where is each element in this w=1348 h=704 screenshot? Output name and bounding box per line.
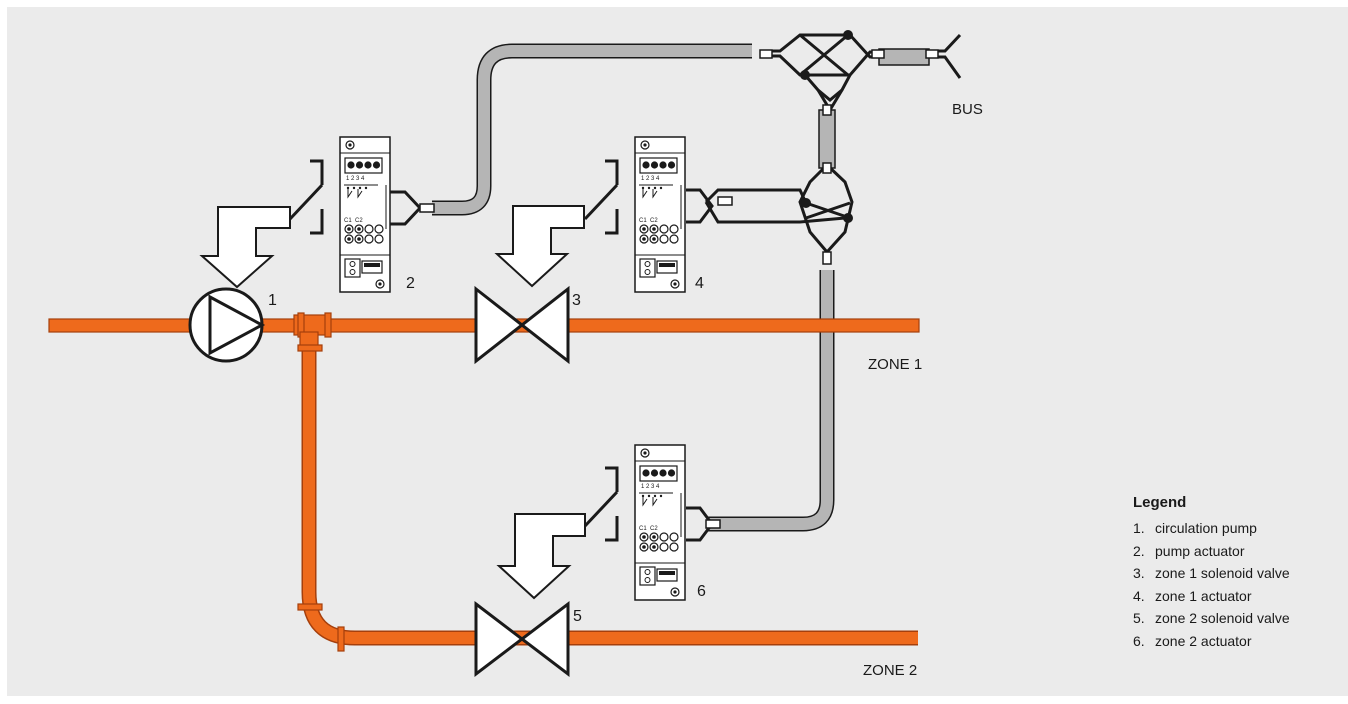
relay-contact-pump — [288, 159, 324, 235]
action-arrow-zone-2 — [496, 513, 586, 600]
label-3: 3 — [572, 292, 581, 309]
zone-1-label: ZONE 1 — [868, 356, 922, 373]
actuator-module-pump: 1 2 3 4 C1 C2 — [339, 136, 391, 293]
relay-contact-zone-1 — [583, 159, 619, 235]
module-2-wiring — [390, 190, 435, 226]
junction-dot — [843, 30, 853, 40]
label-5: 5 — [573, 608, 582, 625]
legend: Legend 1.circulation pump 2.pump actuato… — [1133, 494, 1290, 652]
label-6: 6 — [697, 583, 706, 600]
bus-cable-link — [818, 48, 930, 169]
module-c1-label: C1 — [639, 218, 647, 224]
module-terminal-label: 1 2 3 4 — [641, 484, 660, 490]
legend-item: 3.zone 1 solenoid valve — [1133, 565, 1290, 581]
module-c1-label: C1 — [639, 526, 647, 532]
label-2: 2 — [406, 275, 415, 292]
bus-label: BUS — [952, 101, 983, 118]
legend-item: 1.circulation pump — [1133, 520, 1257, 536]
module-terminal-label: 1 2 3 4 — [346, 176, 365, 182]
zone-2-solenoid-valve — [474, 600, 570, 678]
module-terminal-label: 1 2 3 4 — [641, 176, 660, 182]
module-c2-label: C2 — [650, 218, 658, 224]
actuator-module-zone-1: 1 2 3 4 C1 C2 — [634, 136, 686, 293]
module-4-wiring — [686, 188, 714, 224]
junction-dot — [843, 213, 853, 223]
legend-item: 4.zone 1 actuator — [1133, 587, 1252, 604]
junction-dot — [801, 198, 811, 208]
action-arrow-pump — [199, 206, 291, 289]
pipe-branch — [301, 325, 918, 646]
pipe-tee — [293, 312, 345, 652]
legend-item: 5.zone 2 solenoid valve — [1133, 610, 1290, 626]
circulation-pump — [188, 287, 266, 363]
module-c1-label: C1 — [344, 218, 352, 224]
actuator-module-zone-2: 1 2 3 4 C1 C2 — [634, 444, 686, 601]
relay-contact-zone-2 — [583, 466, 619, 542]
bus-junction-top — [759, 33, 962, 116]
label-4: 4 — [695, 275, 704, 292]
module-c2-label: C2 — [355, 218, 363, 224]
zone-2-label: ZONE 2 — [863, 662, 917, 679]
legend-title: Legend — [1133, 494, 1187, 511]
bus-cable-main — [432, 43, 752, 216]
module-6-wiring — [686, 506, 721, 542]
legend-item: 6.zone 2 actuator — [1133, 632, 1252, 649]
legend-item: 2.pump actuator — [1133, 542, 1245, 559]
action-arrow-zone-1 — [494, 205, 585, 288]
module-c2-label: C2 — [650, 526, 658, 532]
bus-cable-zone2 — [706, 270, 835, 532]
zone-1-solenoid-valve — [474, 285, 570, 365]
label-1: 1 — [268, 292, 277, 309]
bus-junction-middle — [704, 162, 854, 265]
junction-dot — [800, 70, 810, 80]
